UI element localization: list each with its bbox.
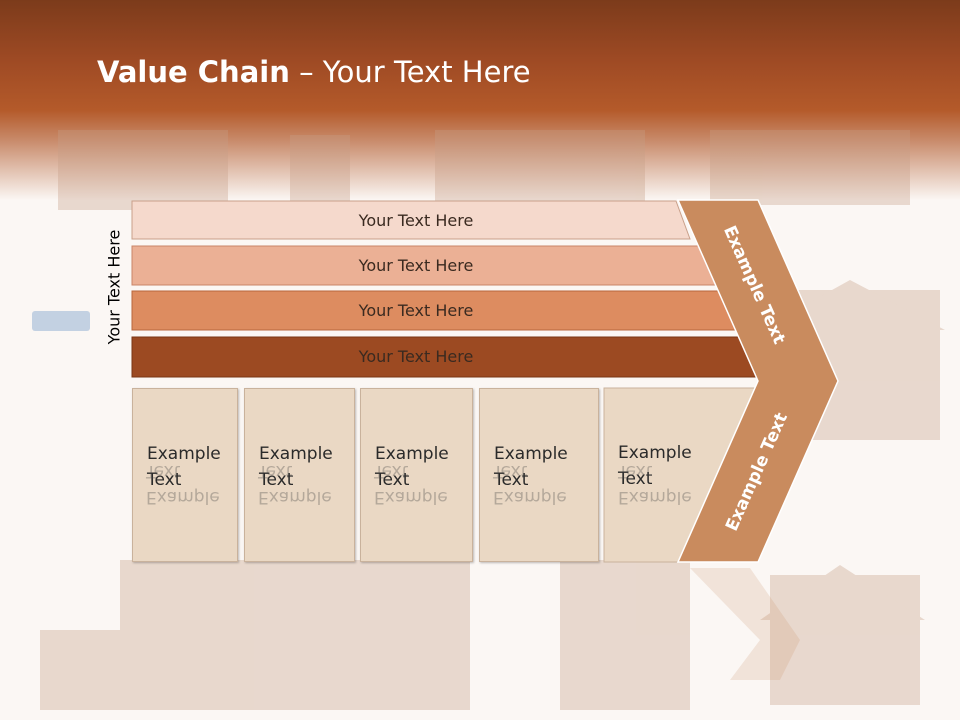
chevron-reflection bbox=[690, 568, 800, 680]
header-band bbox=[0, 0, 960, 200]
column-1-line2: Text bbox=[147, 470, 182, 490]
column-4-reflection-line2: Text bbox=[493, 461, 528, 481]
column-5-reflection-line2: Text bbox=[618, 461, 653, 481]
page-title: Value Chain – Your Text Here bbox=[97, 55, 531, 89]
column-2-reflection-line2: Text bbox=[258, 461, 293, 481]
column-1-reflection: Example Text bbox=[132, 412, 238, 562]
column-5: Example Text bbox=[604, 388, 704, 562]
column-4-reflection: Example Text bbox=[479, 412, 599, 562]
column-2-line1: Example bbox=[259, 444, 333, 464]
column-3-reflection: Example Text bbox=[360, 412, 473, 562]
bar-2-label: Your Text Here bbox=[358, 255, 474, 275]
column-4-line2: Text bbox=[494, 470, 529, 490]
column-3-line1: Example bbox=[375, 444, 449, 464]
column-2-reflection-line1: Example bbox=[258, 487, 332, 507]
bar-4: Your Text Here bbox=[132, 337, 700, 375]
column-4-line1: Example bbox=[494, 444, 568, 464]
bar-4-label: Your Text Here bbox=[358, 346, 474, 366]
chevron-shape bbox=[676, 199, 839, 563]
bar-1: Your Text Here bbox=[132, 201, 700, 239]
column-5-line2: Text bbox=[618, 469, 653, 489]
bar-3: Your Text Here bbox=[132, 291, 700, 329]
column-1-reflection-line2: Text bbox=[146, 461, 181, 481]
column-5-reflection-line1: Example bbox=[618, 487, 692, 507]
column-2: Example Text bbox=[244, 388, 355, 562]
bar-3-label: Your Text Here bbox=[358, 300, 474, 320]
column-2-line2: Text bbox=[259, 470, 294, 490]
column-4-reflection-line1: Example bbox=[493, 487, 567, 507]
column-5-line1: Example bbox=[618, 443, 692, 463]
title-rest: – Your Text Here bbox=[289, 55, 531, 89]
column-1-reflection-line1: Example bbox=[146, 487, 220, 507]
bar-2: Your Text Here bbox=[132, 246, 700, 284]
column-5-reflection: Example Text bbox=[604, 412, 704, 562]
bar-1-label: Your Text Here bbox=[358, 210, 474, 230]
column-1-line1: Example bbox=[147, 444, 221, 464]
column-3: Example Text bbox=[360, 388, 473, 562]
column-3-reflection-line2: Text bbox=[374, 461, 409, 481]
column-2-reflection: Example Text bbox=[244, 412, 355, 562]
title-bold: Value Chain bbox=[97, 55, 290, 89]
column-3-reflection-line1: Example bbox=[374, 487, 448, 507]
column-4: Example Text bbox=[479, 388, 599, 562]
bar-shape-1 bbox=[131, 200, 691, 240]
column-3-line2: Text bbox=[375, 470, 410, 490]
column-1: Example Text bbox=[132, 388, 238, 562]
